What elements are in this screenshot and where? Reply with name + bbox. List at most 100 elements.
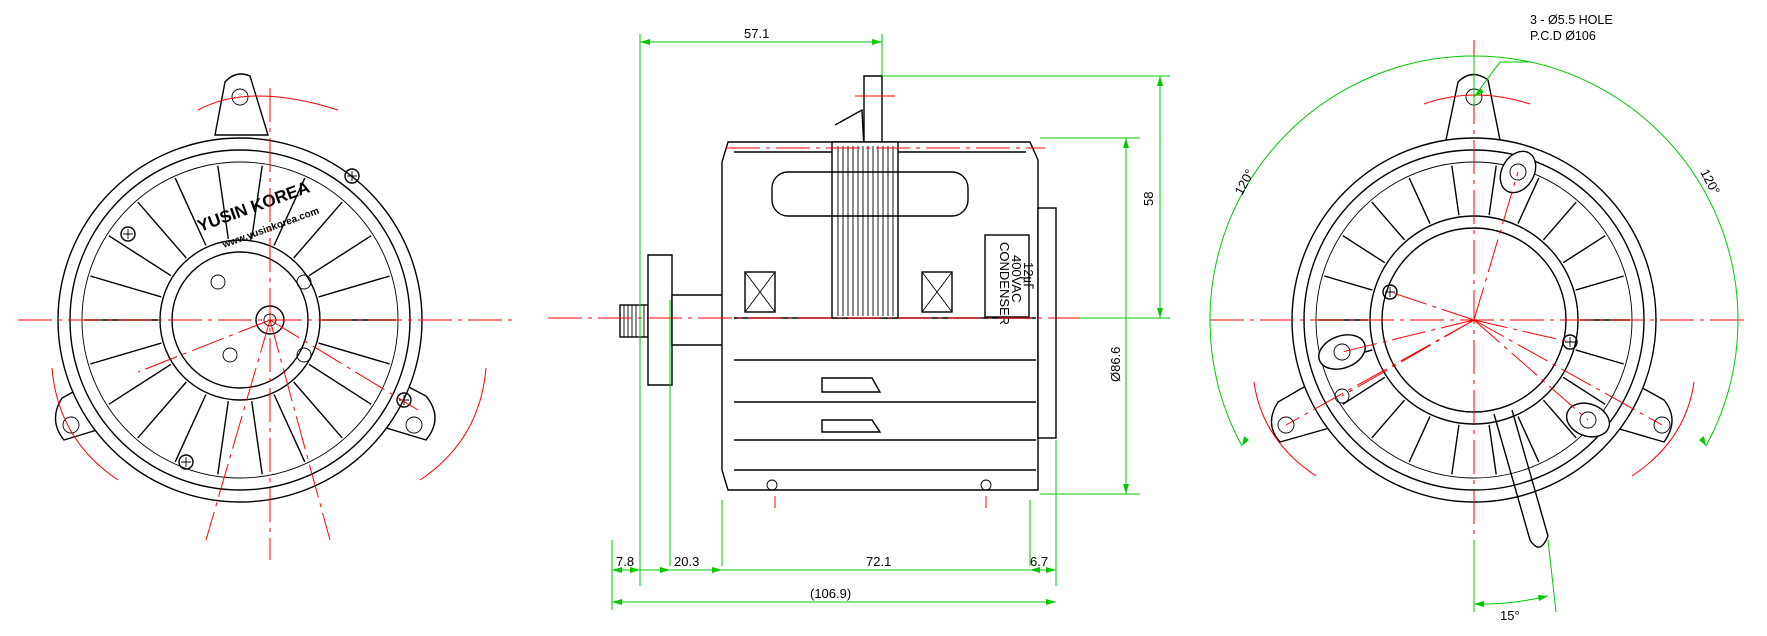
dim-arrow: [612, 599, 622, 605]
cooling-rib: [1488, 165, 1497, 216]
side-tab-bracket: [834, 108, 865, 151]
front-left-ear-hole: [62, 416, 80, 434]
side-stator-laminations: [837, 146, 894, 316]
dim-arrow: [1123, 484, 1129, 494]
dim-arrow: [1538, 595, 1548, 601]
rear-radial-centerline: [1473, 319, 1571, 343]
rear-screw-icon: [1562, 334, 1578, 350]
rear-pcd-arc: [1631, 381, 1695, 477]
side-lower-slot: [821, 377, 882, 393]
dim-arrow: [1157, 76, 1163, 86]
front-top-ear-hole: [231, 88, 249, 106]
dim-arrow: [612, 567, 622, 573]
dim-arrow: [872, 39, 882, 45]
rear-left-ear-hole: [1277, 416, 1295, 434]
hole-note-line-1: 3 - Ø5.5 HOLE: [1530, 13, 1613, 27]
hole-leader-line: [1473, 61, 1530, 98]
front-radial-centerline: [269, 319, 331, 541]
dim-arrow: [660, 567, 670, 573]
dim-arrow: [1030, 567, 1040, 573]
dim-height-upper: 58: [1141, 192, 1156, 206]
rear-radial-centerline: [1285, 319, 1475, 426]
cooling-rib: [273, 177, 306, 246]
dim-angle-right: 120°: [1697, 166, 1723, 197]
cooling-rib: [1488, 424, 1497, 475]
cooling-rib: [137, 381, 187, 439]
front-hub-hole-2: [296, 274, 312, 290]
cooling-rib: [90, 275, 162, 298]
side-shaft-thread-lines: [623, 305, 645, 337]
front-pcd-arc: [419, 367, 487, 481]
cooling-rib: [1324, 275, 1373, 291]
rear-pcd-arc: [1253, 381, 1317, 477]
rear-lead-wire: [1493, 409, 1549, 541]
dim-arrow: [630, 567, 640, 573]
cooling-rib: [174, 394, 207, 463]
dim-arrow: [1474, 88, 1484, 97]
rear-radial-centerline: [1389, 291, 1475, 321]
cooling-rib: [108, 363, 172, 405]
dim-seg-2: 20.3: [674, 554, 699, 569]
rear-boss: [1499, 150, 1537, 194]
dim-arrow: [712, 567, 722, 573]
front-screw-icon: [120, 226, 136, 242]
cooling-rib: [308, 235, 372, 277]
dim-angle-bottom-arc: [1473, 595, 1549, 605]
cooling-rib: [217, 165, 229, 239]
front-radial-centerline: [269, 319, 419, 411]
cooling-rib: [108, 235, 172, 277]
side-rear-bearing-cross: [921, 271, 953, 313]
rear-right-ear-hole: [1653, 416, 1671, 434]
cooling-rib: [1562, 235, 1606, 264]
side-mounting-flange: [647, 254, 673, 386]
rear-radial-centerline: [1473, 319, 1589, 421]
front-hub-hole-1: [210, 274, 226, 290]
cooling-rib: [1408, 416, 1431, 463]
cooling-rib: [318, 275, 390, 298]
cooling-rib: [251, 401, 263, 475]
dim-angle-left-arc: [1209, 55, 1475, 447]
cooling-rib: [293, 201, 343, 259]
side-bottom-hole: [980, 479, 992, 491]
dim-arrow: [640, 39, 650, 45]
front-screw-icon: [344, 168, 360, 184]
cooling-rib: [1517, 416, 1540, 463]
side-end-bell: [1037, 207, 1057, 439]
cooling-rib: [1342, 376, 1386, 405]
dim-diameter: Ø86.6: [1108, 347, 1123, 382]
cooling-rib: [251, 165, 263, 239]
cooling-rib: [273, 394, 306, 463]
dim-arrow: [1157, 308, 1163, 318]
dim-angle-bottom: 15°: [1500, 608, 1520, 623]
rear-boss: [1318, 334, 1366, 370]
cooling-rib: [1408, 177, 1431, 224]
cooling-rib: [1562, 376, 1606, 405]
dim-angle-left: 120°: [1231, 167, 1257, 198]
front-radial-centerline: [205, 319, 271, 541]
dim-arrow: [1046, 567, 1056, 573]
front-view: YUSIN KOREA www.yusinkorea.com: [18, 73, 512, 560]
cooling-rib: [90, 342, 162, 365]
side-front-bearing-cross: [744, 271, 776, 313]
cooling-rib: [1575, 275, 1624, 291]
rear-radial-centerline: [1473, 171, 1519, 321]
cooling-rib: [308, 363, 372, 405]
dim-total: (106.9): [810, 586, 851, 601]
rear-radial-centerline: [1473, 319, 1663, 426]
dim-seg-1: 7.8: [616, 554, 634, 569]
dim-arrow: [1123, 138, 1129, 148]
capacitor-label-1: CONDENSER: [997, 242, 1012, 325]
front-hub-hole-4: [296, 347, 312, 363]
dim-seg-4: 6.7: [1030, 554, 1048, 569]
side-winding-window: [771, 171, 969, 217]
dim-angle-right-arc: [1473, 55, 1739, 447]
side-top-mount-tab: [863, 75, 883, 151]
side-shaft-thread: [619, 304, 649, 338]
cooling-rib: [217, 401, 229, 475]
dim-arrow: [1474, 601, 1484, 607]
rear-top-mount-ear: [1445, 73, 1501, 141]
cooling-rib: [1342, 235, 1386, 264]
dim-angle-bottom-ext: [1547, 539, 1557, 613]
rear-small-hole: [1334, 388, 1350, 404]
